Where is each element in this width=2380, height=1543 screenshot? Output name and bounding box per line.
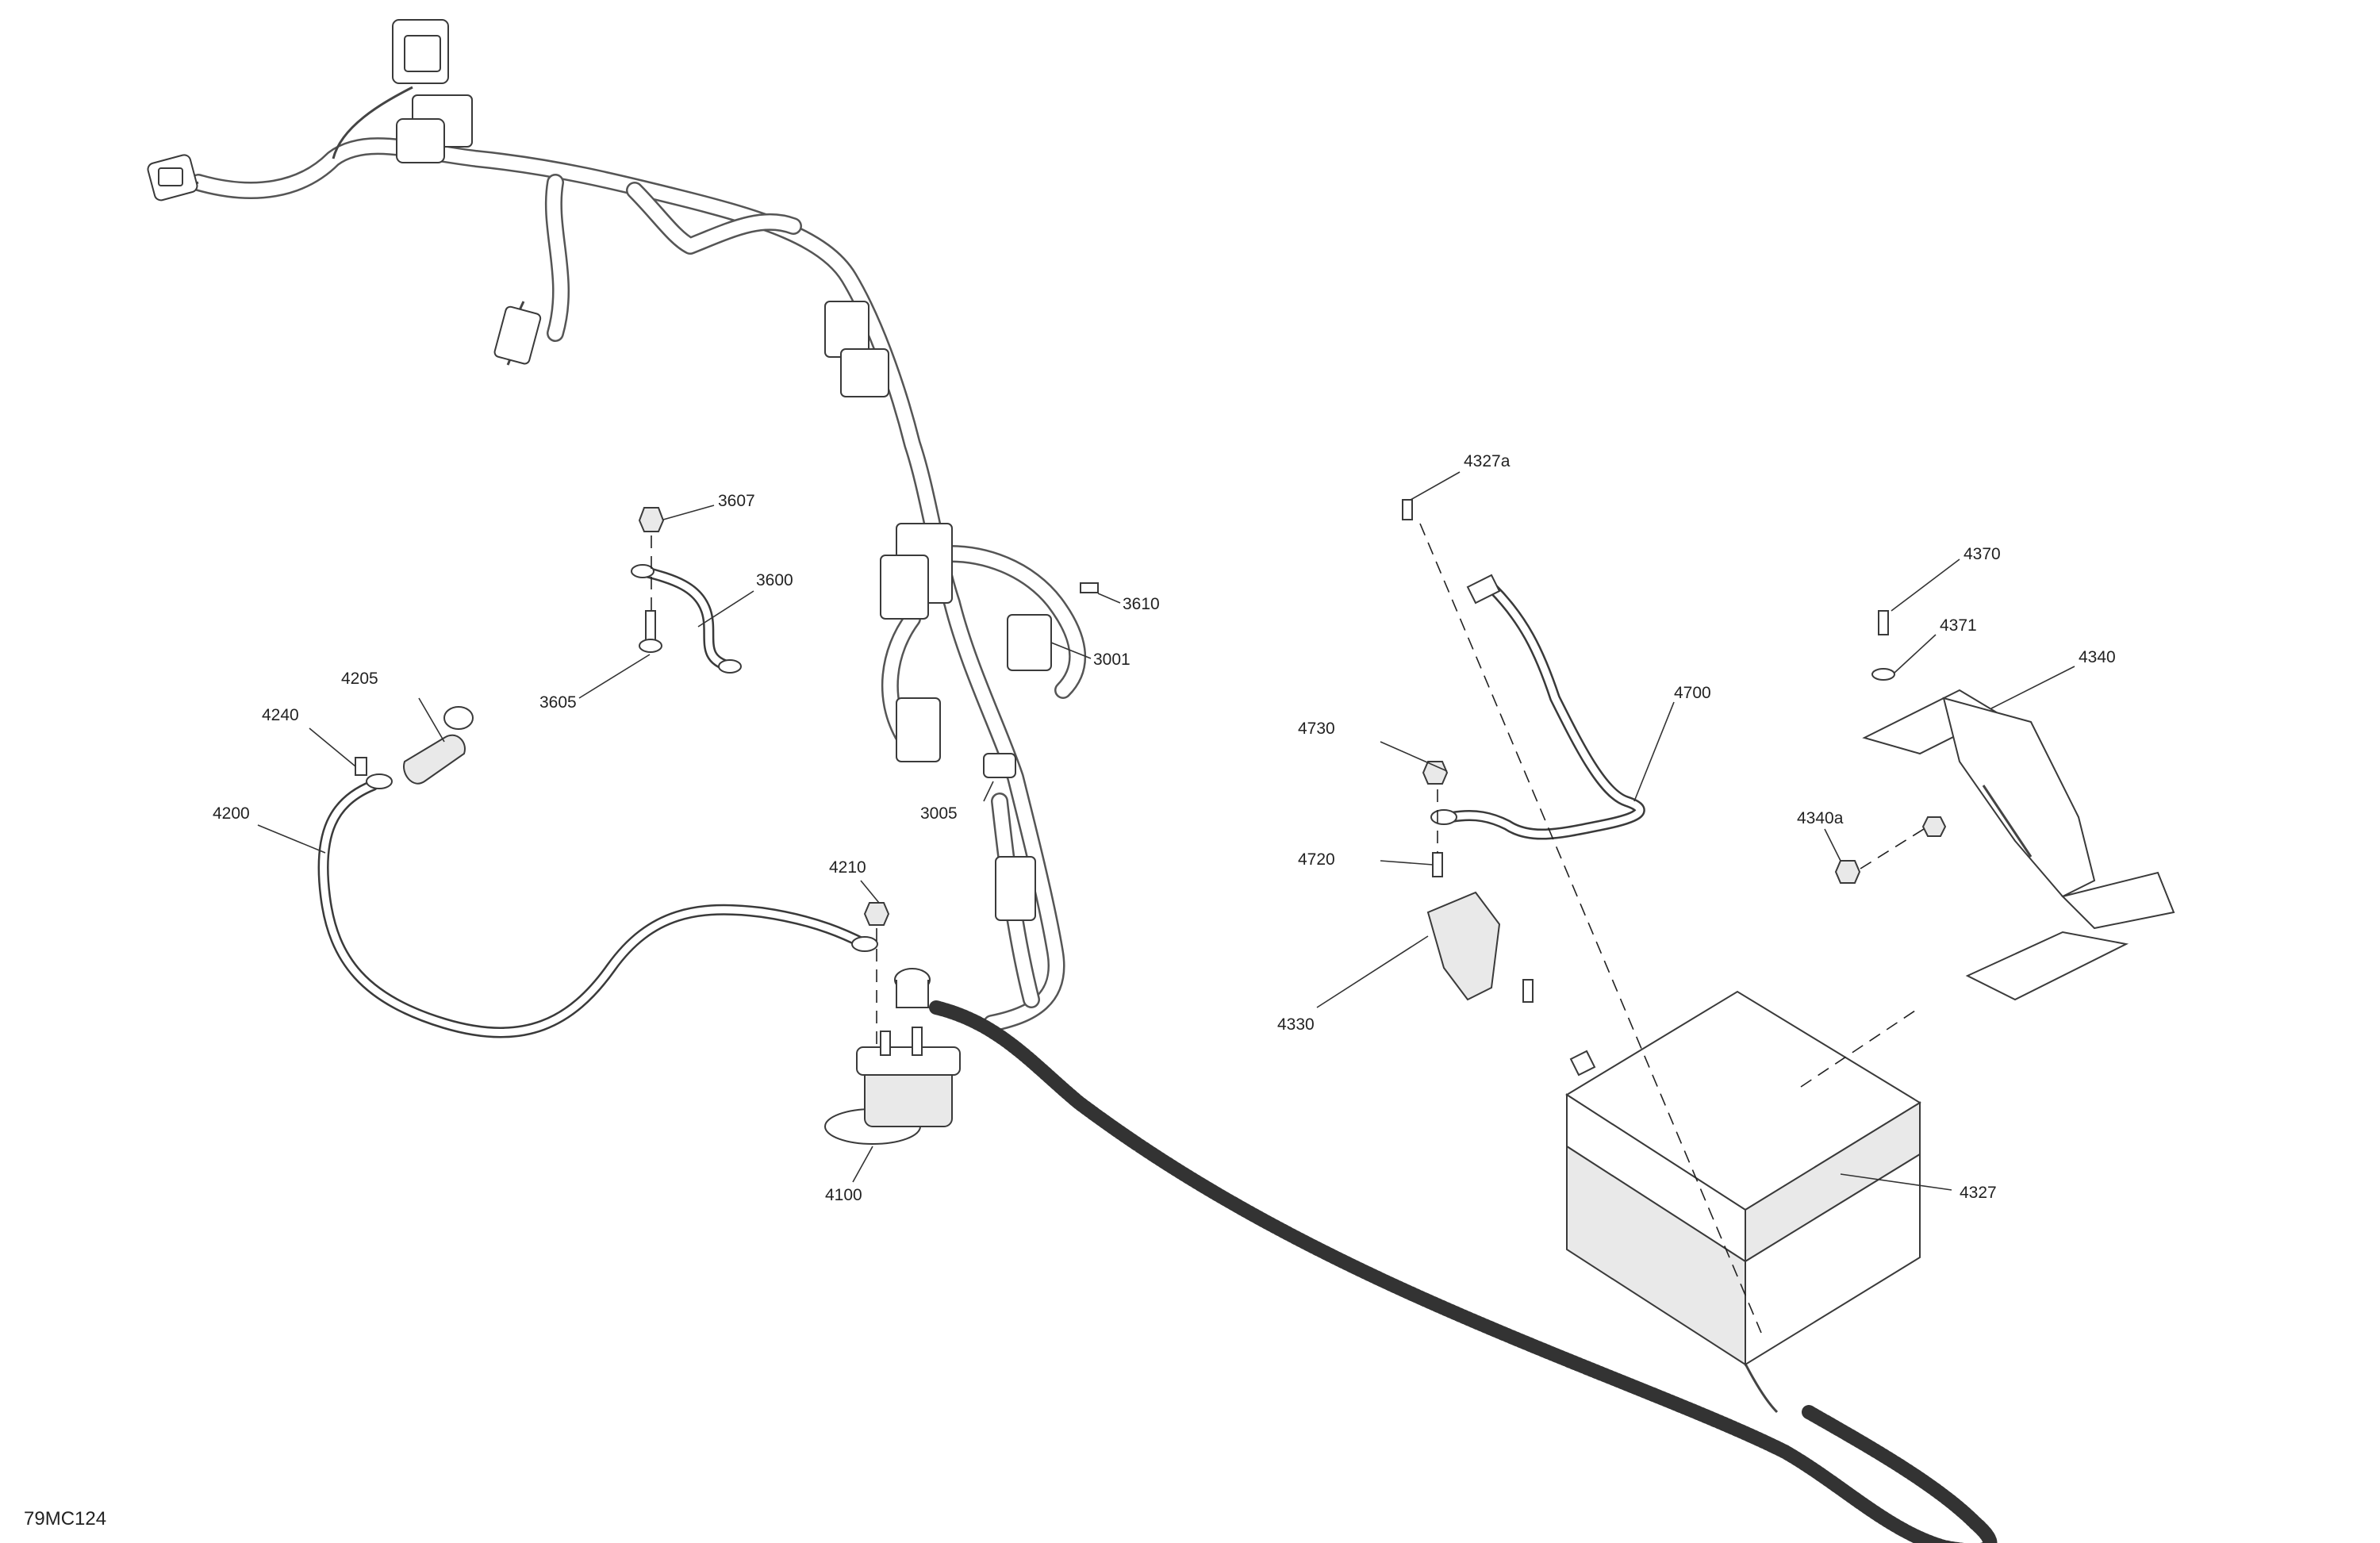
label-3607: 3607 — [718, 492, 755, 510]
nut-4730 — [1422, 761, 1449, 785]
screw-4370 — [1878, 610, 1889, 635]
label-4205: 4205 — [341, 670, 378, 688]
label-4340a: 4340a — [1797, 809, 1844, 827]
screw-3610 — [1080, 582, 1099, 593]
nut-3607 — [638, 507, 665, 532]
screw-4327a — [1402, 499, 1413, 520]
screw-3605 — [645, 610, 656, 643]
nut-4340a — [1834, 860, 1861, 884]
screw-4240 — [355, 757, 367, 776]
washer-4371 — [1871, 668, 1895, 681]
harness-connectors — [147, 19, 1052, 921]
ground-strap-3600 — [631, 507, 1099, 674]
battery-cable-4200 — [317, 706, 890, 1047]
terminal-cover-4205 — [403, 734, 466, 785]
nut-4210 — [863, 902, 890, 926]
terminal-cover-4330 — [1426, 891, 1534, 1003]
label-4327: 4327 — [1960, 1184, 1997, 1202]
label-4720: 4720 — [1298, 850, 1335, 869]
connector-3001 — [1007, 614, 1052, 671]
battery-cable-4700 — [1402, 499, 1762, 1334]
battery-bracket-4340 — [1800, 610, 2175, 1088]
label-4200: 4200 — [213, 804, 250, 823]
label-3605: 3605 — [539, 693, 577, 712]
starter-solenoid-4100 — [824, 968, 961, 1145]
label-4340: 4340 — [2079, 648, 2116, 666]
label-4100: 4100 — [825, 1186, 862, 1204]
diagram-code: 79MC124 — [24, 1508, 106, 1530]
screw-4720 — [1432, 852, 1443, 877]
label-4330: 4330 — [1277, 1015, 1315, 1034]
callout-labels: 3607 3600 3610 3001 3605 4205 4240 4200 … — [24, 452, 2116, 1530]
label-3001: 3001 — [1093, 651, 1130, 669]
label-3610: 3610 — [1123, 595, 1160, 613]
battery-4327 — [1565, 990, 1921, 1366]
label-4370: 4370 — [1964, 545, 2001, 563]
label-4240: 4240 — [262, 706, 299, 724]
label-4327a: 4327a — [1464, 452, 1511, 470]
label-3005: 3005 — [920, 804, 958, 823]
label-4371: 4371 — [1940, 616, 1977, 635]
bolt-4330 — [1522, 979, 1534, 1003]
label-4730: 4730 — [1298, 720, 1335, 738]
label-4210: 4210 — [829, 858, 866, 877]
grommet-3005 — [983, 753, 1016, 778]
leader-lines — [257, 471, 2075, 1191]
label-3600: 3600 — [756, 571, 793, 589]
label-4700: 4700 — [1674, 684, 1711, 702]
